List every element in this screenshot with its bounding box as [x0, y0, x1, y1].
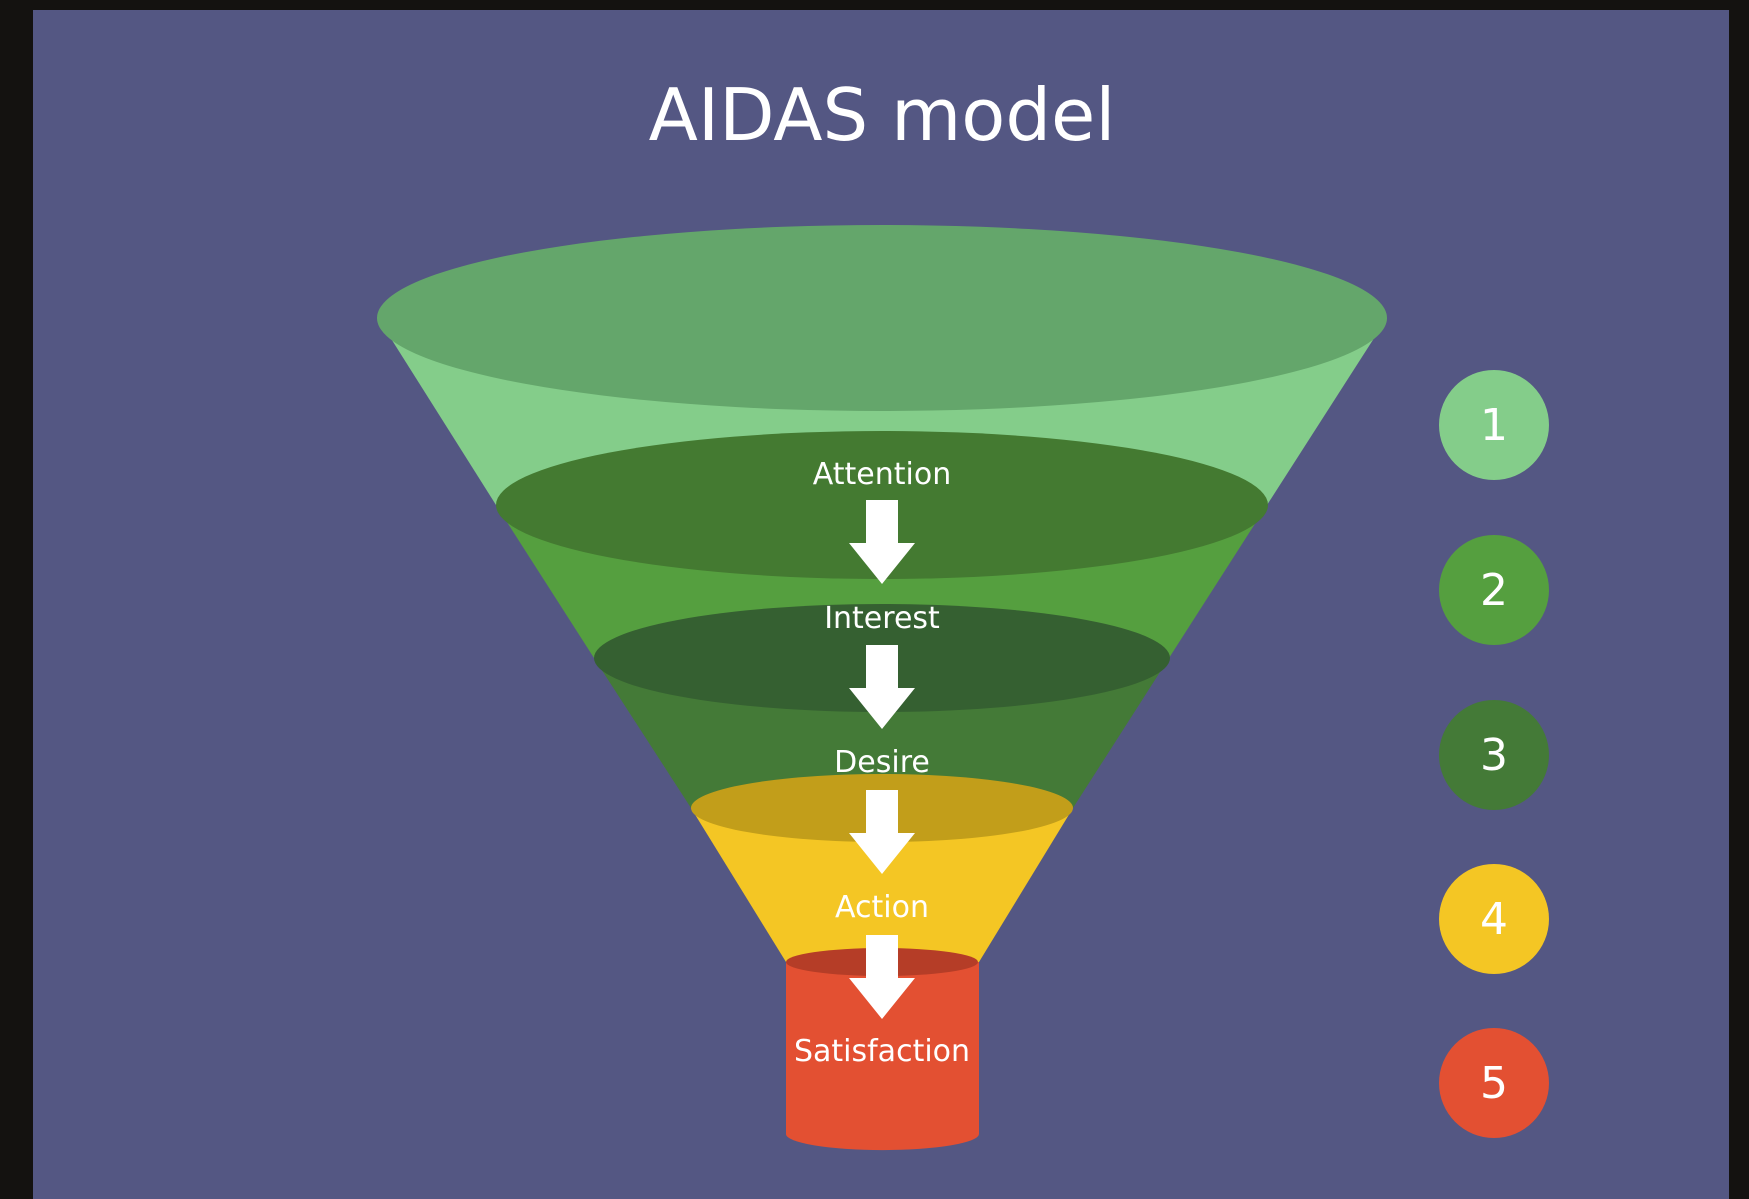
- stage-label-attention: Attention: [813, 457, 951, 492]
- number-badge-1: [1439, 370, 1549, 480]
- action-band: [691, 808, 1073, 962]
- stage-flow: Attention Interest Desire Action Satisfa…: [794, 457, 970, 1069]
- number-badge-5: [1439, 1028, 1549, 1138]
- arrow-down-icon: [849, 500, 915, 584]
- arrow-down-icon: [849, 645, 915, 729]
- stage-label-interest: Interest: [824, 601, 940, 636]
- satisfaction-cylinder: [786, 962, 979, 1151]
- attention-band-top: [377, 225, 1387, 411]
- number-badge-3: [1439, 700, 1549, 810]
- stage-number-legend: 1 2 3 4 5: [1439, 370, 1549, 1138]
- diagram-title: AIDAS model: [649, 73, 1116, 157]
- number-badge-1-label: 1: [1480, 400, 1508, 451]
- arrow-down-icon: [849, 935, 915, 1019]
- number-badge-4-label: 4: [1480, 894, 1508, 945]
- number-badge-4: [1439, 864, 1549, 974]
- number-badge-5-label: 5: [1480, 1058, 1508, 1109]
- stage-label-satisfaction: Satisfaction: [794, 1034, 970, 1069]
- number-badge-2: [1439, 535, 1549, 645]
- stage-label-action: Action: [835, 890, 929, 925]
- number-badge-3-label: 3: [1480, 730, 1508, 781]
- stage-label-desire: Desire: [834, 745, 930, 780]
- arrow-down-icon: [849, 790, 915, 874]
- number-badge-2-label: 2: [1480, 565, 1508, 616]
